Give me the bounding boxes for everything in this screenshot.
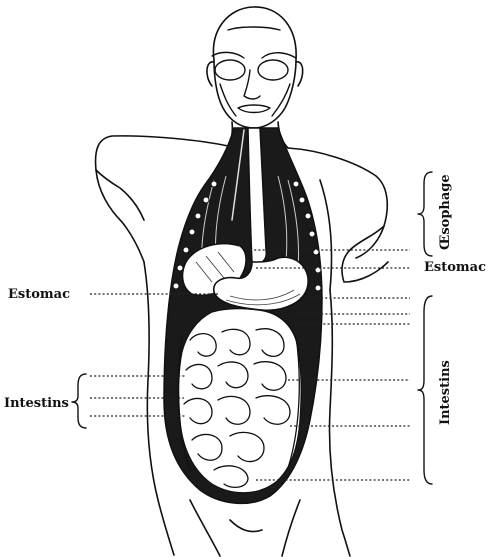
right-thigh (282, 500, 300, 556)
organ-area (179, 309, 302, 493)
left-eye (215, 60, 245, 80)
cheek-muscle-left (220, 84, 236, 116)
groin-line (230, 520, 262, 532)
cheek-muscle-right (272, 84, 290, 116)
head-outline (213, 7, 296, 128)
left-thigh (190, 500, 220, 556)
label-esophagus: Œsophage (438, 174, 453, 250)
brace-intestines-right (418, 296, 432, 484)
label-intestines-left: Intestins (4, 396, 69, 411)
left-ear (207, 62, 214, 86)
right-torso-side (330, 290, 351, 556)
label-intestines-right: Intestins (438, 360, 453, 425)
mouth (238, 105, 270, 113)
right-ear (296, 62, 303, 86)
label-stomach-right: Estomac (424, 260, 486, 275)
right-eyebrow (262, 53, 296, 58)
brace-esophagus (418, 172, 432, 256)
brace-intestines-left (72, 374, 86, 428)
forehead-line (228, 27, 280, 30)
left-eyebrow (212, 52, 244, 58)
label-stomach-left: Estomac (8, 287, 70, 302)
nose (244, 70, 260, 99)
face (212, 27, 296, 116)
right-eye (258, 60, 288, 80)
